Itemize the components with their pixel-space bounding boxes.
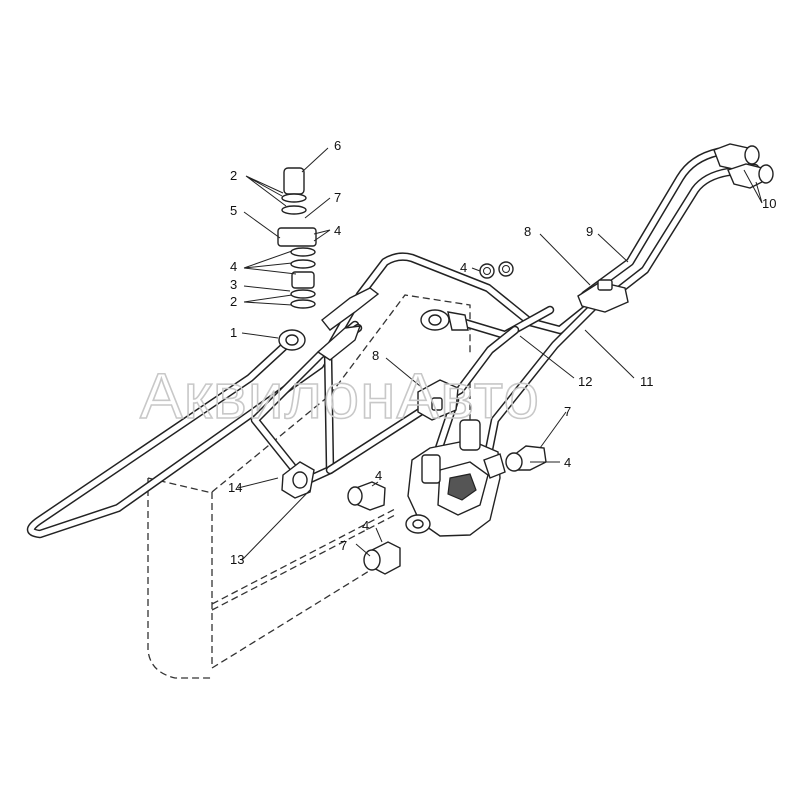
callout-7: 7 (334, 190, 341, 205)
leader-lines (237, 147, 763, 561)
callout-8: 8 (372, 348, 379, 363)
fitting-14 (281, 461, 315, 499)
callout-11: 11 (640, 374, 654, 389)
callout-13: 13 (230, 552, 244, 567)
callout-8: 8 (524, 224, 531, 239)
end-connectors (713, 143, 774, 189)
callout-4: 4 (460, 260, 467, 275)
valve-body (405, 419, 506, 537)
callout-4: 4 (362, 518, 369, 533)
callout-1: 1 (230, 325, 237, 340)
callout-14: 14 (228, 480, 242, 495)
callout-5: 5 (230, 203, 237, 218)
callout-4: 4 (564, 455, 571, 470)
fittings-main (278, 287, 469, 361)
callout-10: 10 (762, 196, 776, 211)
banjo-stack-top (277, 167, 317, 309)
callout-4: 4 (334, 223, 341, 238)
callout-7: 7 (340, 538, 347, 553)
callout-4: 4 (375, 468, 382, 483)
fittings-lower (347, 481, 401, 575)
clamp-upper (577, 279, 629, 313)
callout-3: 3 (230, 277, 237, 292)
callout-12: 12 (578, 374, 592, 389)
callout-2: 2 (230, 294, 237, 309)
washers-top (479, 261, 514, 279)
callout-9: 9 (586, 224, 593, 239)
callout-labels: 6 2 7 5 4 4 3 2 1 4 8 9 10 8 12 11 7 4 4… (228, 138, 776, 567)
clamp-lower (417, 379, 459, 421)
fitting-right (505, 445, 547, 472)
callout-4: 4 (230, 259, 237, 274)
callout-2: 2 (230, 168, 237, 183)
callout-6: 6 (334, 138, 341, 153)
watermark-text: АквилонАвто (140, 360, 540, 432)
callout-7: 7 (564, 404, 571, 419)
pipe-main (26, 252, 605, 539)
